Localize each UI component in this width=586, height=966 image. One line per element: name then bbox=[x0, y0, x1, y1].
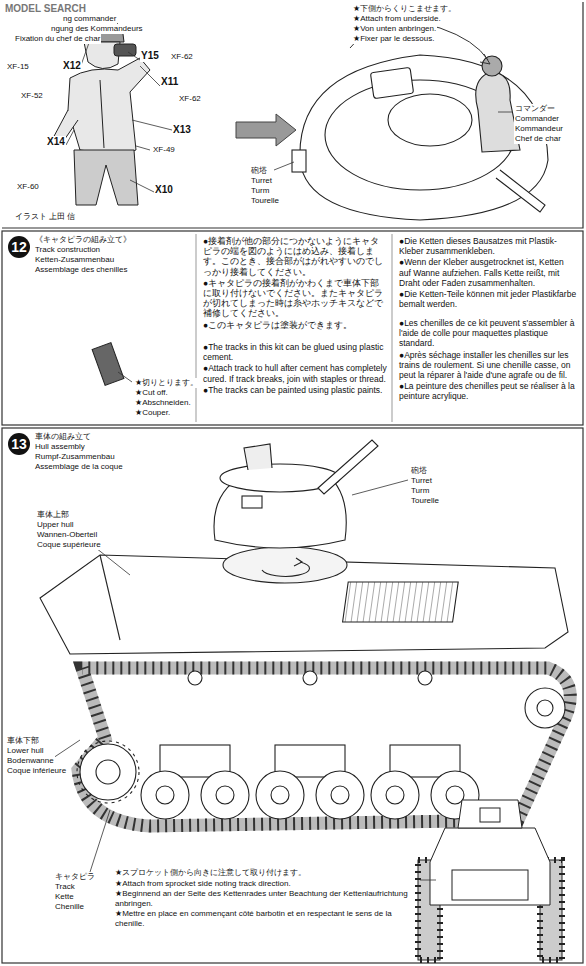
paint-callout: XF-52 bbox=[20, 91, 44, 101]
part-name: コマンダー bbox=[514, 104, 556, 114]
instruction-note: ●Après séchage installer les chenilles s… bbox=[398, 350, 578, 381]
illustrator-credit: イラスト 上田 信 bbox=[14, 212, 76, 222]
assembly-arrow bbox=[236, 114, 296, 146]
paint-callout: XF-62 bbox=[170, 52, 194, 62]
instruction-note: ●接着剤が他の部分につかないようにキャタピラの端を図のようにはめ込み、接着します… bbox=[202, 236, 388, 277]
instruction-note: ●Attach track to hull after cement has c… bbox=[202, 363, 388, 383]
part-name: Tourelle bbox=[250, 196, 280, 206]
paint-callout: Y15 bbox=[140, 50, 160, 62]
assembly-note: ★Cut off. bbox=[134, 388, 169, 398]
assembly-note: ★Attach from sprocket side noting track … bbox=[114, 879, 410, 889]
part-name: Turret bbox=[410, 476, 433, 486]
paint-callout: X11 bbox=[160, 76, 179, 88]
part-name: Turret bbox=[250, 176, 273, 186]
part-name: Track bbox=[54, 882, 76, 892]
step-heading: 車体の組み立て bbox=[34, 432, 92, 442]
instruction-note: ●Les chenilles de ce kit peuvent s'assem… bbox=[398, 318, 578, 349]
step-heading: Fixation du chef de char bbox=[14, 34, 101, 44]
part-name: Tourelle bbox=[410, 496, 440, 506]
assembly-note: ★Couper. bbox=[134, 408, 171, 418]
text-column: ●Les chenilles de ce kit peuvent s'assem… bbox=[398, 318, 578, 403]
assembly-note: ★Mettre en place en commençant côté barb… bbox=[114, 909, 410, 928]
tank-hull bbox=[40, 440, 570, 826]
instruction-note: ●Wenn der Kleber ausgetrocknet ist, Kett… bbox=[398, 257, 578, 288]
commander-figure bbox=[52, 18, 150, 205]
part-name: Turm bbox=[250, 186, 270, 196]
part-name: 砲塔 bbox=[250, 166, 268, 176]
step-heading: Hull assembly bbox=[34, 442, 86, 452]
paint-callout: X10 bbox=[154, 184, 174, 196]
part-name: キャタピラ bbox=[54, 872, 96, 882]
tank-front-view bbox=[418, 800, 562, 960]
part-name: Coque supérieure bbox=[36, 540, 102, 550]
assembly-note: ★Fixer par le dessous. bbox=[352, 34, 435, 44]
instruction-note: ●このキャタピラは塗装ができます。 bbox=[202, 320, 388, 330]
part-name: Wannen-Oberteil bbox=[36, 530, 98, 540]
part-name: Lower hull bbox=[6, 746, 44, 756]
text-column: ●The tracks in this kit can be glued usi… bbox=[202, 342, 388, 396]
instruction-note: ●キャタピラの接着剤がかわくまで車体下部に取り付けないでください。またキャタピラ… bbox=[202, 278, 388, 319]
text-column: ●接着剤が他の部分につかないようにキャタピラの端を図のようにはめ込み、接着します… bbox=[202, 236, 388, 331]
step-number-text: 13 bbox=[11, 436, 27, 452]
part-name: Turm bbox=[410, 486, 430, 496]
part-name: Commander bbox=[514, 114, 560, 124]
part-name: 車体上部 bbox=[36, 510, 70, 520]
part-name: Coque inférieure bbox=[6, 766, 67, 776]
paint-callout: X14 bbox=[46, 136, 66, 148]
text-column: ★スプロケット側から向きに注意して取り付けます。★Attach from spr… bbox=[114, 868, 410, 930]
step-heading: Track construction bbox=[34, 245, 101, 255]
step-heading: Assemblage de la coque bbox=[34, 462, 124, 472]
step-number-text: 12 bbox=[11, 239, 27, 255]
text-column: ●Die Ketten dieses Bausatzes mit Plastik… bbox=[398, 236, 578, 310]
instruction-note: ●Die Ketten dieses Bausatzes mit Plastik… bbox=[398, 236, 578, 256]
assembly-note: ★スプロケット側から向きに注意して取り付けます。 bbox=[114, 868, 410, 878]
part-name: Kette bbox=[54, 892, 75, 902]
step-heading: ngung des Kommandeurs bbox=[50, 24, 144, 34]
assembly-note: ★Abschneiden. bbox=[134, 398, 192, 408]
assembly-note: ★下側からくりこませます。 bbox=[352, 4, 457, 14]
assembly-note: ★Von unten anbringen. bbox=[352, 24, 437, 34]
step-heading: ng commander bbox=[62, 14, 117, 24]
paint-callout: X12 bbox=[62, 60, 82, 72]
turret bbox=[292, 55, 548, 220]
step-number: 13 bbox=[8, 433, 30, 455]
part-name: Bodenwanne bbox=[6, 756, 55, 766]
part-name: Upper hull bbox=[36, 520, 74, 530]
paint-callout: XF-15 bbox=[6, 62, 30, 72]
instruction-note: ●Die Ketten-Teile können mit jeder Plast… bbox=[398, 289, 578, 309]
paint-callout: XF-60 bbox=[16, 182, 40, 192]
instruction-note: ●The tracks in this kit can be glued usi… bbox=[202, 342, 388, 362]
cut-part bbox=[92, 343, 124, 386]
part-name: 車体下部 bbox=[6, 736, 40, 746]
instruction-note: ●The tracks can be painted using plastic… bbox=[202, 385, 388, 395]
step-number: 12 bbox=[8, 236, 30, 258]
step-heading: Rumpf-Zusammenbau bbox=[34, 452, 116, 462]
step-heading: Ketten-Zusammenbau bbox=[34, 255, 115, 265]
assembly-note: ★切りとります。 bbox=[134, 378, 199, 388]
part-name: 砲塔 bbox=[410, 466, 428, 476]
part-name: Chef de char bbox=[514, 134, 562, 144]
instruction-note: ●La peinture des chenilles peut se réali… bbox=[398, 381, 578, 401]
step-heading: 《キャタピラの組み立て》 bbox=[34, 235, 132, 245]
part-name: Kommandeur bbox=[514, 124, 564, 134]
paint-callout: X13 bbox=[172, 124, 192, 136]
step-heading: Assemblage des chenilles bbox=[34, 265, 129, 275]
paint-callout: XF-62 bbox=[178, 94, 202, 104]
paint-callout: XF-49 bbox=[152, 145, 176, 155]
assembly-note: ★Beginnend an der Seite des Kettenrades … bbox=[114, 889, 410, 908]
part-name: Chenille bbox=[54, 902, 85, 912]
assembly-note: ★Attach from underside. bbox=[352, 14, 442, 24]
